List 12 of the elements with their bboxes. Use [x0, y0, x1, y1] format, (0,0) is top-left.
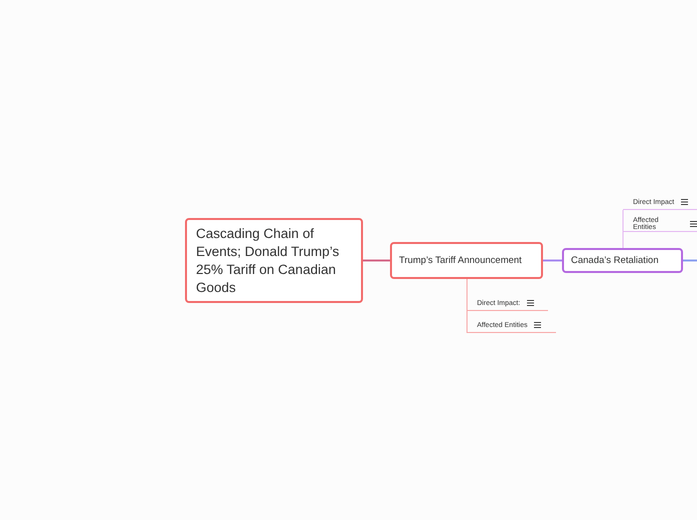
topic-text: Canada’s Retaliation: [571, 254, 660, 266]
connector-line: [543, 260, 562, 262]
topic-box: [185, 218, 363, 303]
topic-text: Cascading Chain of Events; Donald Trump’s 25% Tariff on Canadian Goods: [196, 224, 340, 296]
subtopic-underline: [623, 217, 697, 232]
topic-box: [390, 242, 543, 279]
topic-box: [562, 248, 683, 273]
connector-line: [466, 278, 468, 334]
connector-line: [363, 260, 390, 262]
connector-line: [683, 260, 697, 262]
connector-line: [622, 232, 624, 248]
topic-text: Trump’s Tariff Announcement: [399, 254, 523, 266]
